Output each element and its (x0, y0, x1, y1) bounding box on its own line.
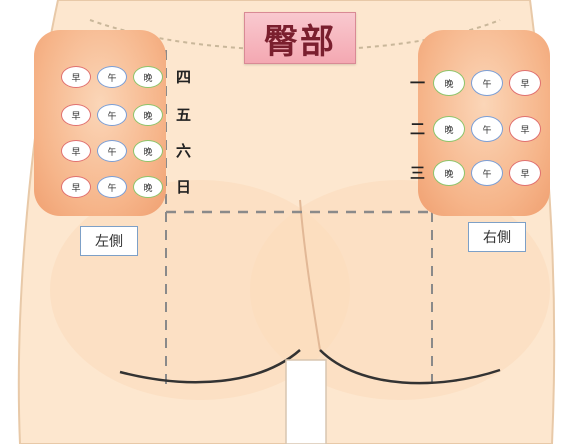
noon-slot[interactable]: 午 (471, 160, 503, 186)
day-label-thursday: 四 (176, 68, 192, 86)
noon-slot[interactable]: 午 (97, 176, 127, 198)
morning-slot[interactable]: 早 (509, 160, 541, 186)
right-row-tuesday: 晚 午 早 (430, 116, 544, 142)
day-label-friday: 五 (176, 106, 192, 124)
left-row-thursday: 早 午 晚 (58, 66, 166, 88)
noon-slot[interactable]: 午 (471, 116, 503, 142)
morning-slot[interactable]: 早 (61, 104, 91, 126)
left-row-sunday: 早 午 晚 (58, 176, 166, 198)
leg-gap (285, 359, 327, 444)
morning-slot[interactable]: 早 (61, 66, 91, 88)
evening-slot[interactable]: 晚 (133, 66, 163, 88)
morning-slot[interactable]: 早 (509, 70, 541, 96)
day-label-tuesday: 二 (410, 120, 426, 138)
right-row-wednesday: 晚 午 早 (430, 160, 544, 186)
right-row-monday: 晚 午 早 (430, 70, 544, 96)
left-row-friday: 早 午 晚 (58, 104, 166, 126)
evening-slot[interactable]: 晚 (133, 104, 163, 126)
day-label-wednesday: 三 (410, 164, 426, 182)
left-side-label: 左側 (80, 226, 138, 256)
noon-slot[interactable]: 午 (97, 104, 127, 126)
morning-slot[interactable]: 早 (509, 116, 541, 142)
evening-slot[interactable]: 晚 (133, 140, 163, 162)
morning-slot[interactable]: 早 (61, 176, 91, 198)
morning-slot[interactable]: 早 (61, 140, 91, 162)
evening-slot[interactable]: 晚 (133, 176, 163, 198)
left-gluteal-fold (119, 349, 301, 384)
left-row-saturday: 早 午 晚 (58, 140, 166, 162)
day-label-sunday: 日 (176, 178, 192, 196)
day-label-monday: 一 (410, 74, 426, 92)
evening-slot[interactable]: 晚 (433, 116, 465, 142)
right-side-label: 右側 (468, 222, 526, 252)
gluteal-cleft (299, 199, 321, 351)
noon-slot[interactable]: 午 (97, 140, 127, 162)
right-gluteal-fold (319, 349, 501, 385)
page-title: 臀部 (244, 12, 356, 64)
evening-slot[interactable]: 晚 (433, 160, 465, 186)
evening-slot[interactable]: 晚 (433, 70, 465, 96)
day-label-saturday: 六 (176, 142, 192, 160)
noon-slot[interactable]: 午 (471, 70, 503, 96)
noon-slot[interactable]: 午 (97, 66, 127, 88)
